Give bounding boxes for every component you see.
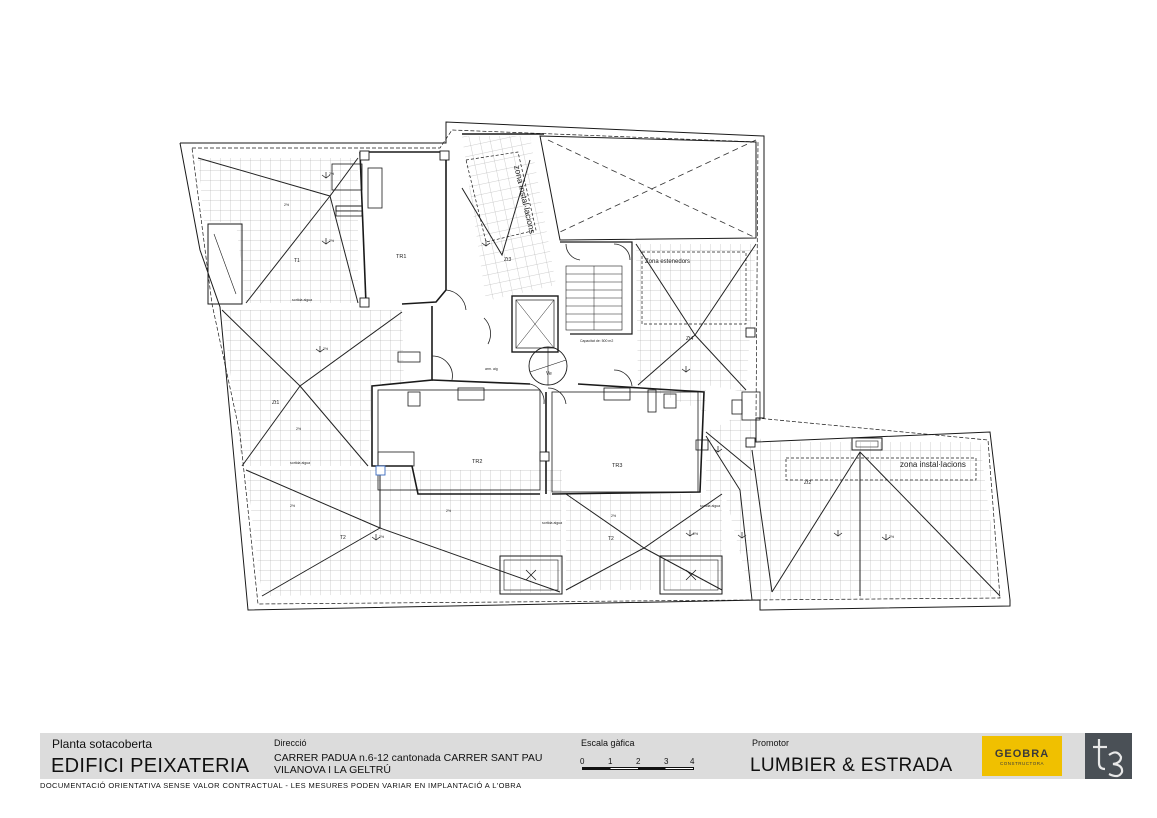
building-outline <box>179 121 1011 611</box>
geobra-logo: GEOBRA CONSTRUCTORA <box>982 736 1062 776</box>
annotations: sortida aigua sortida aigua sortida aigu… <box>290 298 720 525</box>
note-arm: arm. aig <box>485 367 498 371</box>
roof-lines <box>197 157 1001 601</box>
room-label-t1: T1 <box>294 258 300 264</box>
scale-tick: 1 <box>608 757 613 766</box>
drain-arrows <box>315 172 891 541</box>
interior-walls-thin <box>331 163 761 493</box>
scale-tick: 4 <box>690 757 695 766</box>
room-label-t2-left: T2 <box>340 535 346 541</box>
slope-label: 2% <box>889 535 894 539</box>
geobra-logo-subtitle: CONSTRUCTORA <box>1000 761 1044 766</box>
slope-label: 2% <box>611 514 616 518</box>
open-area-cross <box>547 139 757 239</box>
note-sortida-aigua-4: sortida aigua <box>700 504 720 508</box>
title-block: Planta sotacoberta EDIFICI PEIXATERIA Di… <box>40 733 1132 779</box>
room-label-tr3: TR3 <box>612 463 622 469</box>
zone-label-installacions: zona instal·lacions <box>900 460 966 469</box>
t3-logo-mark <box>1093 739 1124 778</box>
room-label-zt1: Zt1 <box>272 400 279 406</box>
slope-label: 2% <box>329 239 334 243</box>
open-area-border <box>539 135 757 241</box>
zone-label-estenedors: Zona estenedors <box>645 259 690 265</box>
room-label-ve: Ve <box>546 371 552 377</box>
slope-label: 2% <box>446 509 451 513</box>
zone-boxes <box>465 151 977 481</box>
room-label-tr2: TR2 <box>472 459 482 465</box>
scale-tick: 3 <box>664 757 669 766</box>
note-capacitat: Capacitat de: 500 m2 <box>580 339 613 343</box>
room-label-zt2: Zt2 <box>804 480 811 486</box>
room-label-zt4: Zt4 <box>686 336 693 342</box>
scale-bar: 0 1 2 3 4 <box>580 757 696 773</box>
address-line-1: CARRER PADUA n.6-12 cantonada CARRER SAN… <box>274 752 543 764</box>
scale-tick: 2 <box>636 757 641 766</box>
slope-label: 2% <box>296 427 301 431</box>
note-sortida-aigua-2: sortida aigua <box>290 461 310 465</box>
room-label-zt3: Zt3 <box>504 257 511 263</box>
room-labels: TR1 TR2 TR3 T1 T2 T2 Zt1 Zt2 Zt3 Zt4 Ve <box>272 254 811 542</box>
scale-tick: 0 <box>580 757 585 766</box>
disclaimer: DOCUMENTACIÓ ORIENTATIVA SENSE VALOR CON… <box>40 781 522 790</box>
direccio-label: Direcció <box>274 738 307 748</box>
slope-label: 2% <box>329 172 334 176</box>
project-name: EDIFICI PEIXATERIA <box>51 755 250 777</box>
promotor-name: LUMBIER & ESTRADA <box>750 755 953 776</box>
note-sortida-aigua-3: sortida aigua <box>542 521 562 525</box>
skylights <box>207 223 883 595</box>
slope-label: 2% <box>379 535 384 539</box>
slope-labels: 2% 2% 2% 2% 2% 2% 2% 2% 2% 2% 2% <box>284 172 894 539</box>
stair-core <box>511 241 633 386</box>
address-line-2: VILANOVA I LA GELTRÚ <box>274 764 391 776</box>
terrace-tiles <box>198 136 1000 600</box>
slope-label: 2% <box>284 203 289 207</box>
promotor-label: Promotor <box>752 738 790 748</box>
note-sortida-aigua-1: sortida aigua <box>292 298 312 302</box>
scale-label: Escala gàfica <box>581 738 635 748</box>
t3-logo <box>1085 733 1132 779</box>
room-label-t2-right: T2 <box>608 536 614 542</box>
room-label-tr1: TR1 <box>396 254 406 260</box>
slope-label: 2% <box>290 504 295 508</box>
pillars <box>359 150 756 476</box>
plan-label: Planta sotacoberta <box>52 737 153 751</box>
geobra-logo-text: GEOBRA <box>994 748 1050 760</box>
slope-label: 2% <box>693 532 698 536</box>
door-swings <box>431 243 633 405</box>
slope-label: 2% <box>323 347 328 351</box>
